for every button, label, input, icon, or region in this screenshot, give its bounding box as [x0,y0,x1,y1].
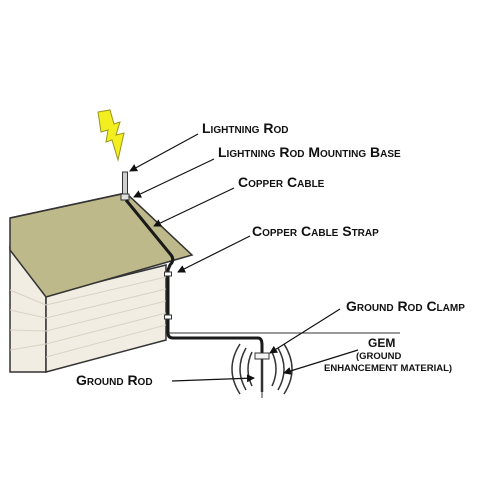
label-gem: GEM [368,336,395,350]
gem-wave-marks [231,343,293,395]
house-siding [9,276,167,358]
label-mounting-base: Lightning Rod Mounting Base [218,144,401,160]
leader-cable-strap [177,235,251,273]
label-copper-cable: Copper Cable [238,174,325,190]
leader-mounting-base [133,158,215,198]
copper-cable [124,199,264,356]
roof-ridge [9,192,127,219]
label-gem-line2: ENHANCEMENT MATERIAL) [324,363,452,374]
lightning-rod-tip [122,171,128,195]
ground-rod [254,352,270,398]
lightning-rod [120,171,130,201]
copper-cable-straps [164,271,172,320]
label-cable-strap: Copper Cable Strap [252,223,379,239]
label-ground-rod-clamp: Ground Rod Clamp [346,298,465,314]
leader-copper-cable [153,187,235,227]
house [9,192,194,373]
lightning-bolt-icon [97,109,125,162]
label-ground-rod: Ground Rod [76,372,153,388]
leader-lines [129,133,359,383]
ground-rod-clamp [254,352,270,360]
house-side-wall [45,264,167,373]
leader-lightning-rod [129,133,199,172]
leader-ground-rod [171,374,255,383]
label-gem-line1: (GROUND [356,351,402,362]
leader-ground-rod-clamp [269,308,341,354]
leader-gem [283,349,359,375]
lightning-rod-mounting-base [120,193,130,201]
label-lightning-rod: Lightning Rod [202,120,288,136]
